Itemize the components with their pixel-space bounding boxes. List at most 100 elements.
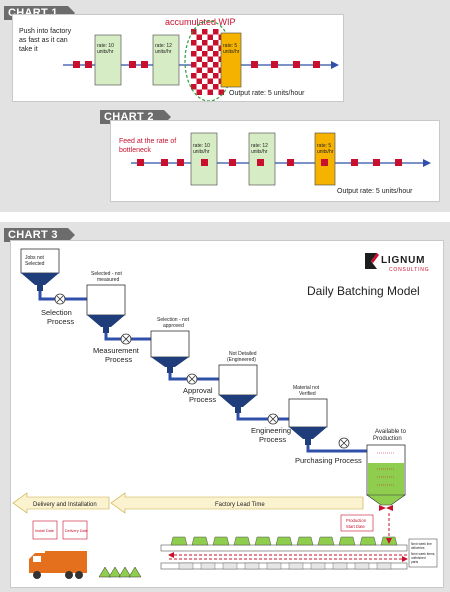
available-label-2: Production bbox=[373, 436, 402, 442]
wip-cell bbox=[196, 67, 202, 73]
wip-cell bbox=[196, 78, 202, 84]
valve-2-cross bbox=[122, 335, 130, 343]
delivery-arrow-shape bbox=[12, 492, 110, 514]
buffer-note-2: deliveries bbox=[411, 546, 425, 550]
conveyor-item bbox=[338, 536, 356, 546]
wip-cell bbox=[213, 67, 219, 73]
production-silo bbox=[366, 444, 406, 511]
buffer-note-1: Next week line bbox=[411, 542, 432, 546]
chart1-station-2-rate-line2: units/hr bbox=[155, 49, 172, 55]
production-start-box bbox=[340, 514, 374, 532]
chart2-station-2-rate-line1: rate: 12 bbox=[251, 143, 268, 149]
wip-cell bbox=[207, 89, 213, 95]
wip-cell bbox=[191, 73, 197, 79]
lead-time-arrow-shape bbox=[110, 492, 364, 514]
lignum-logo: LIGNUM CONSULTING bbox=[365, 253, 429, 273]
valve-3-cross bbox=[188, 375, 196, 383]
wip-cell bbox=[191, 40, 197, 46]
wip-cell bbox=[207, 73, 213, 79]
chart1-station-3-rate-line1: rate: 5 bbox=[223, 43, 237, 49]
logo-sub: CONSULTING bbox=[389, 267, 429, 273]
wip-cell bbox=[213, 62, 219, 68]
chart2-station-3-rate-line1: rate: 5 bbox=[317, 143, 331, 149]
wip-cell bbox=[196, 45, 202, 51]
conveyor-item bbox=[254, 536, 272, 546]
hopper-1-label-1: Jobs not bbox=[25, 255, 45, 261]
wip-cell bbox=[196, 89, 202, 95]
chart1-output-rate: Output rate: 5 units/hour bbox=[229, 90, 305, 97]
chart2-card: Feed at the rate of bottleneck rate: 10 … bbox=[110, 120, 440, 202]
wip-cell bbox=[207, 45, 213, 51]
chart2-station-1-rate-line1: rate: 10 bbox=[193, 143, 210, 149]
wip-item bbox=[85, 61, 92, 68]
logo-mark-accent bbox=[371, 253, 379, 263]
conveyor-slot bbox=[200, 562, 216, 570]
conveyor-item bbox=[212, 536, 230, 546]
install-date-box bbox=[32, 520, 58, 540]
hopper-3-spout bbox=[167, 367, 173, 373]
chart2-output-rate: Output rate: 5 units/hour bbox=[337, 188, 413, 195]
hopper-3-cone bbox=[151, 357, 189, 367]
chart1-station-2-rate-line1: rate: 12 bbox=[155, 43, 172, 49]
wip-cell bbox=[191, 29, 197, 35]
wip-cell bbox=[213, 78, 219, 84]
delivery-arrow: Delivery and Installation bbox=[12, 492, 110, 514]
wip-cell bbox=[202, 40, 208, 46]
conveyor-item bbox=[275, 536, 293, 546]
wip-cell bbox=[213, 89, 219, 95]
truck-wheel bbox=[65, 571, 73, 579]
chart2-flow: Feed at the rate of bottleneck rate: 10 … bbox=[119, 132, 431, 195]
chart1-wip-checker bbox=[191, 29, 224, 95]
lead-time-arrow: Factory Lead Time bbox=[110, 492, 364, 514]
wip-cell bbox=[202, 62, 208, 68]
conveyor-item bbox=[317, 536, 335, 546]
silo-gate-icon bbox=[379, 505, 393, 511]
flow-item bbox=[373, 159, 380, 166]
wip-cell bbox=[218, 89, 224, 95]
process-2-line-2: Process bbox=[105, 355, 132, 364]
hopper-4-label-1: Not Detailed bbox=[229, 351, 257, 357]
hopper-3-bin bbox=[150, 330, 190, 358]
chart2-station-1-rate-line2: units/hr bbox=[193, 149, 210, 155]
chart1-station-1 bbox=[94, 34, 122, 86]
delivery-date-box bbox=[62, 520, 88, 540]
flow-item bbox=[395, 159, 402, 166]
production-start-line2: Start Date bbox=[346, 524, 366, 529]
wip-item bbox=[271, 61, 278, 68]
wip-cell bbox=[191, 78, 197, 84]
process-5-label: Purchasing Process bbox=[295, 456, 362, 465]
truck-window bbox=[33, 556, 41, 562]
chart3-tag: CHART 3 bbox=[4, 228, 75, 242]
hopper-1-spout bbox=[37, 285, 43, 291]
conveyor-slot bbox=[376, 562, 392, 570]
chart1-push-line-2: as fast as it can bbox=[19, 37, 68, 44]
buffer-cart bbox=[408, 538, 438, 568]
hopper-jobs-not-selected: Jobs not Selected bbox=[20, 248, 60, 291]
wip-cell bbox=[196, 56, 202, 62]
wip-cell bbox=[213, 56, 219, 62]
wip-cell bbox=[191, 45, 197, 51]
wip-cell bbox=[191, 67, 197, 73]
hopper-2-label-1: Selected - not bbox=[91, 271, 122, 277]
hopper-selected-not-measured: Selected - not measured bbox=[86, 271, 126, 333]
conveyor-item bbox=[296, 536, 314, 546]
flow-item bbox=[257, 159, 264, 166]
conveyor-slot bbox=[222, 562, 238, 570]
chart2-station-3-rate-line2: units/hr bbox=[317, 149, 334, 155]
hopper-3-label-2: approved bbox=[163, 323, 184, 329]
valve-4-cross bbox=[269, 415, 277, 423]
process-4-line-1: Engineering bbox=[251, 426, 291, 435]
chart3-card: LIGNUM CONSULTING Daily Batching Model J… bbox=[10, 240, 444, 588]
chart1-station-2 bbox=[152, 34, 180, 86]
buffer-note-3: Next week items, bbox=[411, 552, 435, 556]
conveyor-slot bbox=[354, 562, 370, 570]
finished-good bbox=[128, 566, 142, 578]
chart2-feed-line-1: Feed at the rate of bbox=[119, 138, 176, 145]
chart2-feed-line-2: bottleneck bbox=[119, 147, 151, 154]
hopper-5-label-1: Material not bbox=[293, 385, 320, 391]
hopper-not-detailed: Not Detailed (Engineered) bbox=[218, 351, 258, 413]
wip-cell bbox=[202, 89, 208, 95]
wip-cell bbox=[213, 40, 219, 46]
wip-cell bbox=[191, 84, 197, 90]
wip-cell bbox=[207, 67, 213, 73]
